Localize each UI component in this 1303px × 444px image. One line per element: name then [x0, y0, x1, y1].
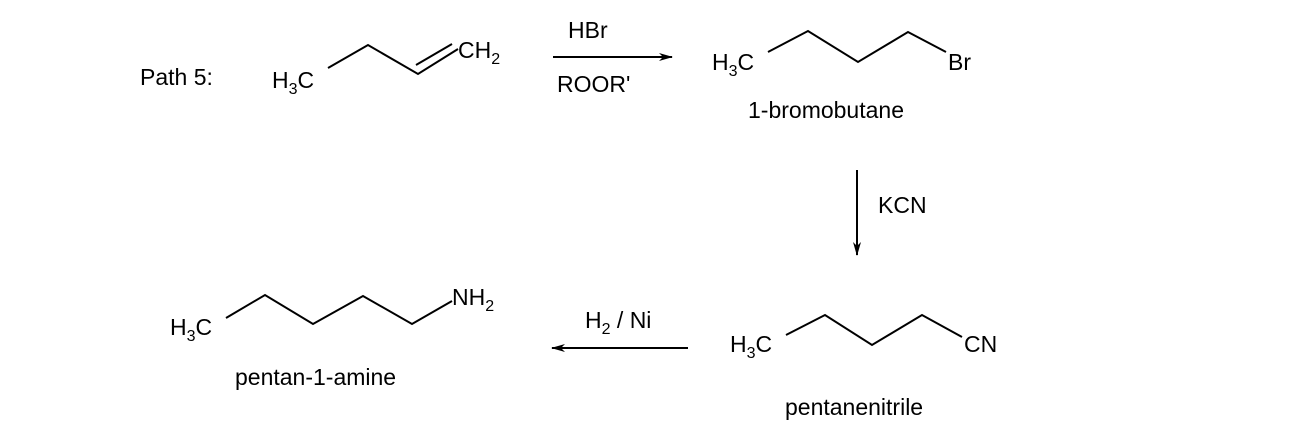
bond-chain — [327, 43, 459, 76]
svg-text:CN: CN — [964, 331, 997, 357]
reagent-hbr: HBr — [568, 17, 608, 43]
reaction-arrow-2: KCN — [853, 170, 927, 256]
atom-h3c: H3C — [272, 67, 314, 98]
svg-text:H3C: H3C — [170, 314, 212, 345]
reagent-kcn: KCN — [878, 192, 927, 218]
reaction-arrow-3: H2 / Ni — [551, 307, 688, 352]
name-bromobutane: 1-bromobutane — [748, 97, 904, 123]
reaction-arrow-1: HBr ROOR' — [553, 17, 673, 97]
molecule-pentanamine: H3C NH2 pentan-1-amine — [170, 284, 494, 390]
atom-ch2: CH2 — [458, 37, 500, 68]
svg-text:Br: Br — [948, 49, 971, 75]
svg-text:H3C: H3C — [730, 331, 772, 362]
molecule-pentanenitrile: H3C CN pentanenitrile — [730, 313, 997, 420]
name-pentanamine: pentan-1-amine — [235, 364, 396, 390]
reagent-h2-ni: H2 / Ni — [585, 307, 651, 338]
reagent-roor: ROOR' — [557, 71, 630, 97]
name-pentanenitrile: pentanenitrile — [785, 394, 923, 420]
path-label: Path 5: — [140, 64, 213, 90]
svg-text:H3C: H3C — [712, 49, 754, 80]
molecule-butene: H3C CH2 — [272, 37, 500, 98]
svg-text:NH2: NH2 — [452, 284, 494, 315]
molecule-bromobutane: H3C Br 1-bromobutane — [712, 29, 971, 123]
double-bond — [415, 43, 453, 66]
